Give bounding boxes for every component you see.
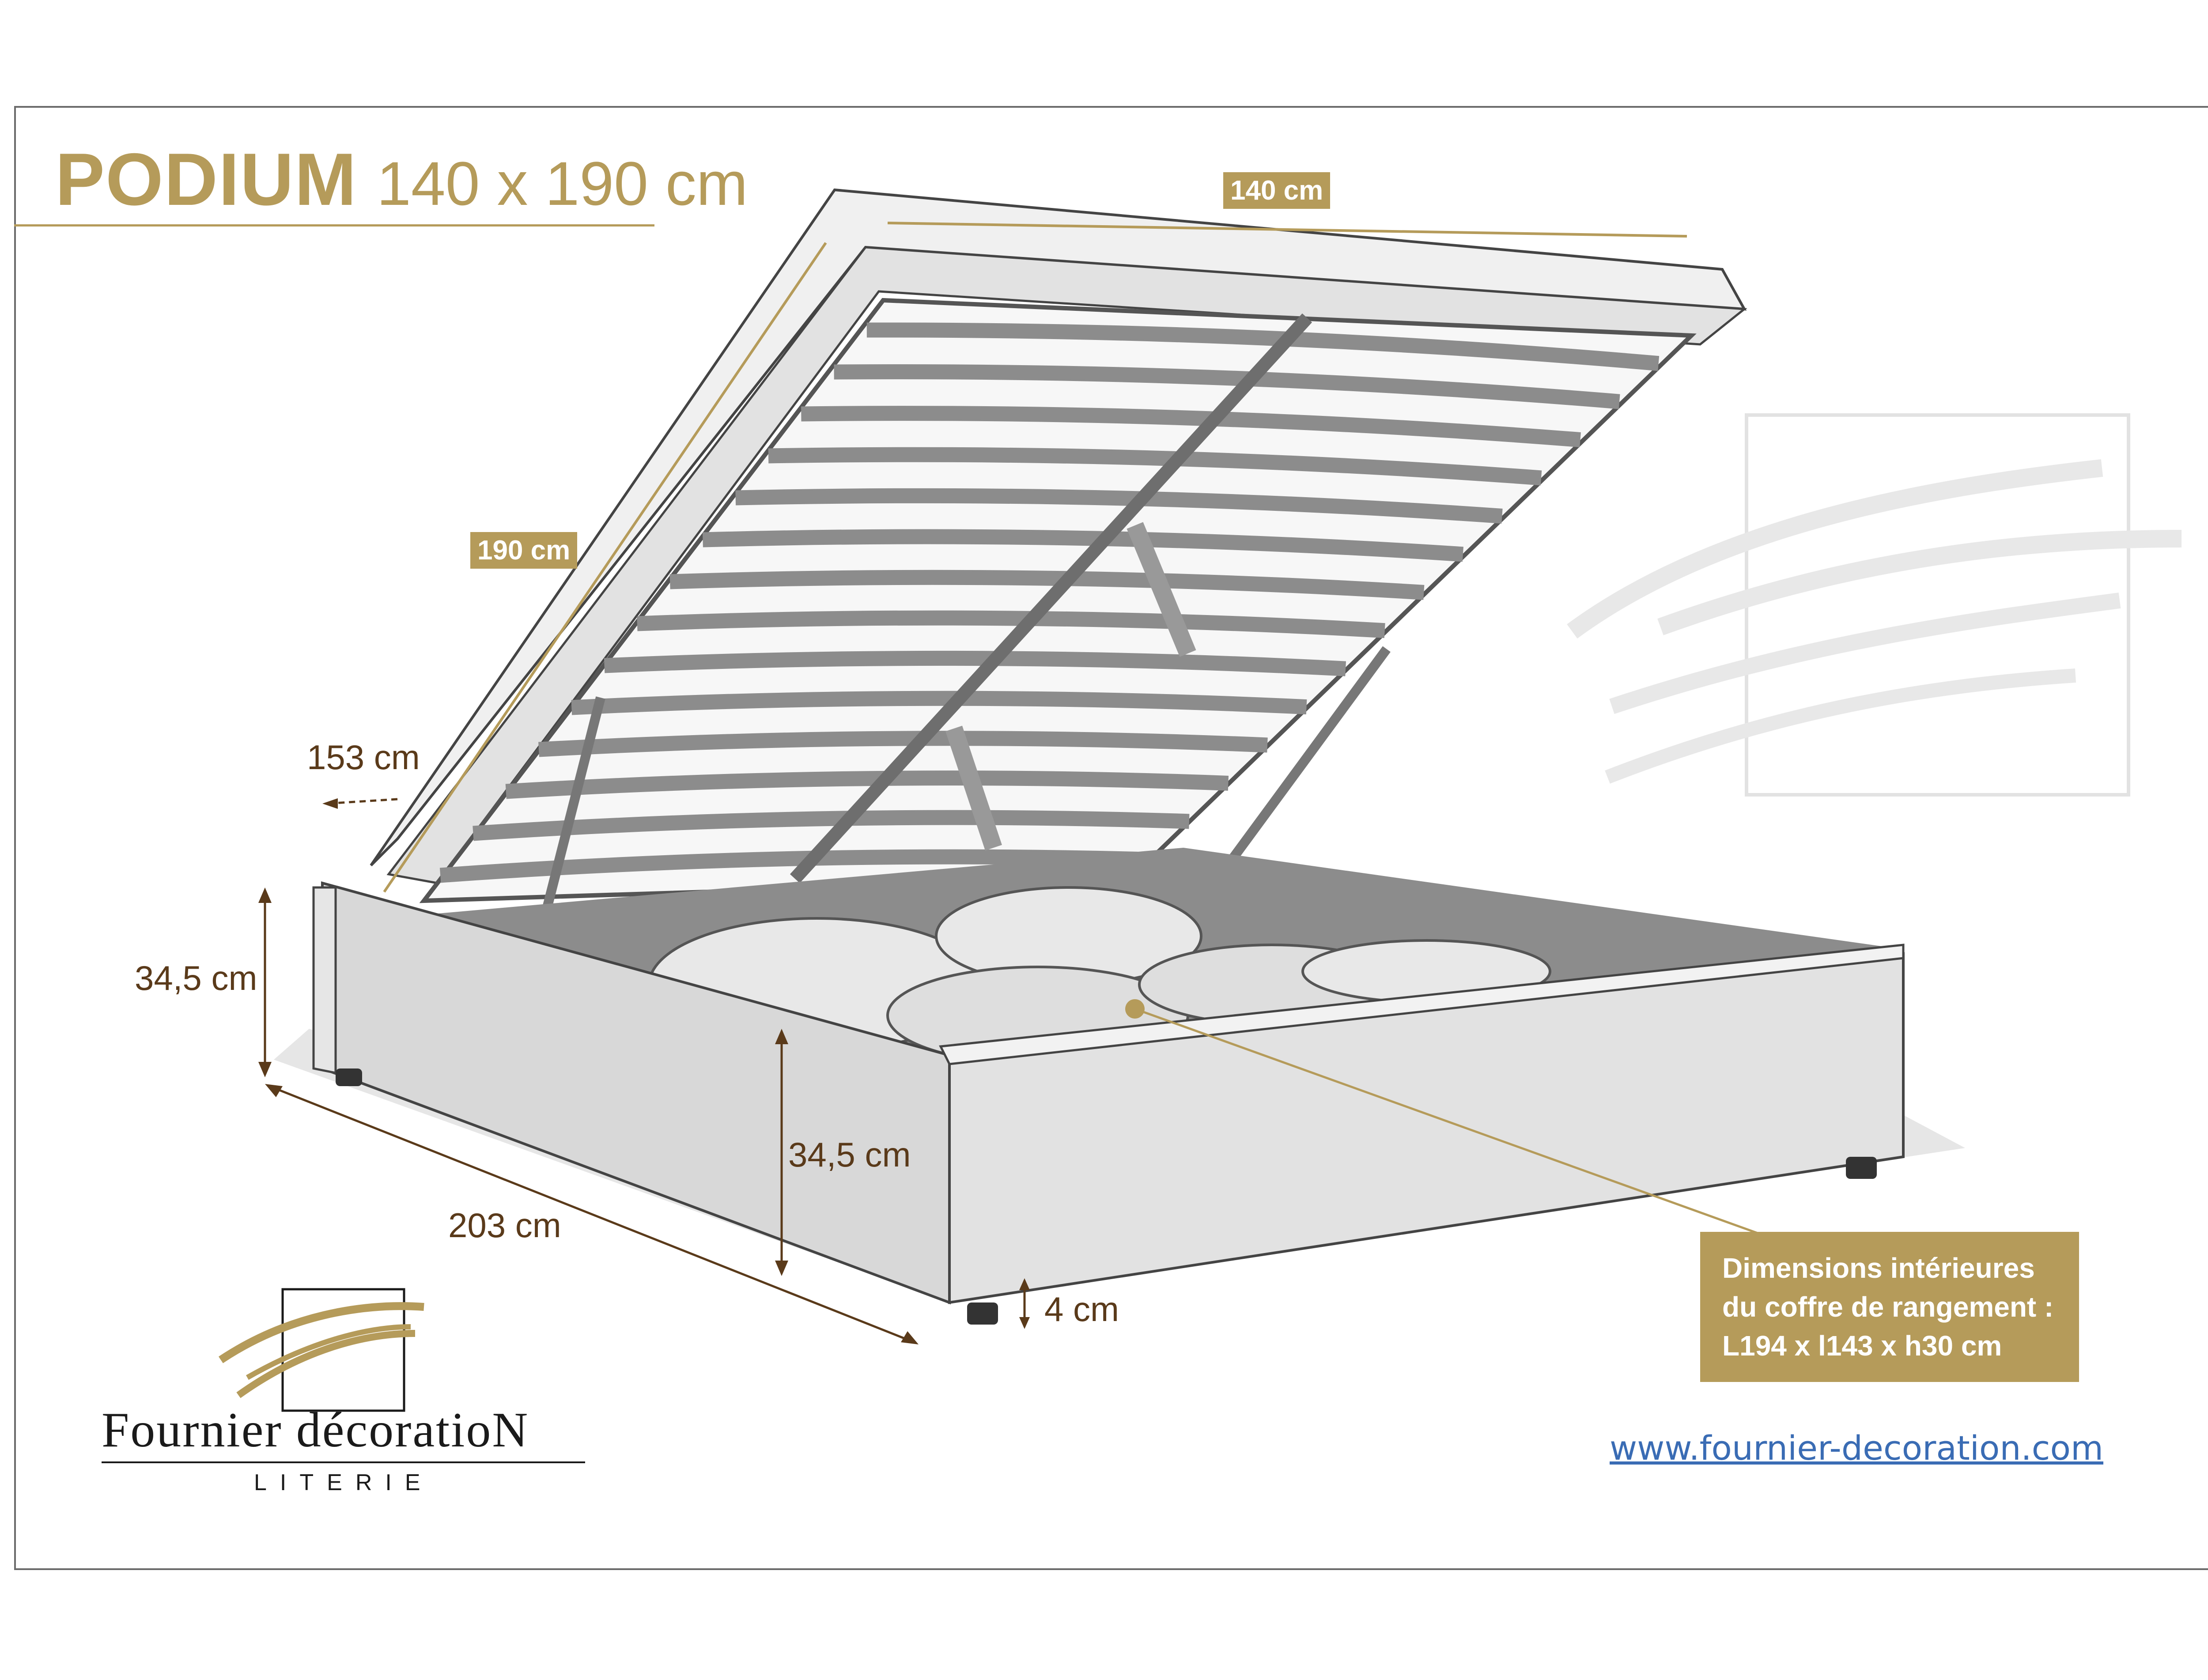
brand-divider xyxy=(102,1461,585,1463)
slat xyxy=(669,570,1425,600)
storage-line-3: L194 x l143 x h30 cm xyxy=(1722,1330,2002,1362)
slat xyxy=(768,447,1542,486)
slat xyxy=(505,770,1229,799)
leg xyxy=(967,1302,998,1325)
watermark-swoosh xyxy=(1605,668,2076,784)
callout-line xyxy=(1134,1008,1767,1238)
arrow-tip xyxy=(258,887,272,903)
storage-line-2: du coffre de rangement : xyxy=(1722,1291,2054,1323)
slat xyxy=(735,488,1503,524)
arrow-tip xyxy=(258,1062,272,1077)
arrow-tip xyxy=(901,1331,919,1344)
length-guide-line xyxy=(383,242,827,893)
website-link[interactable]: www.fournier-decoration.com xyxy=(1610,1428,2103,1468)
slat xyxy=(702,529,1463,562)
arrow-tip xyxy=(322,798,338,809)
slat xyxy=(571,691,1307,715)
center-rail xyxy=(790,313,1312,883)
brand-name: Fournier décoratioN xyxy=(102,1403,529,1457)
product-title: PODIUM xyxy=(55,138,357,221)
leg xyxy=(336,1068,362,1086)
slat xyxy=(801,406,1581,448)
arrow-tip xyxy=(265,1084,283,1097)
gas-lift-right xyxy=(1224,646,1391,868)
arrow-tip xyxy=(1019,1317,1030,1329)
base-top-rim xyxy=(939,944,1905,1065)
arrow-tip xyxy=(775,1261,788,1276)
support-arm xyxy=(1127,522,1196,657)
brand-logo-swoosh xyxy=(219,1302,424,1363)
slat xyxy=(439,849,1150,883)
storage-line-1: Dimensions intérieures xyxy=(1722,1252,2035,1284)
brand-logo-swoosh xyxy=(236,1330,416,1398)
brand-logo-swoosh xyxy=(246,1324,411,1380)
length-tag: 190 cm xyxy=(470,532,578,569)
base-head-edge xyxy=(312,886,337,1075)
watermark-swoosh xyxy=(1657,530,2182,635)
arrow-tip xyxy=(1019,1278,1030,1290)
slat xyxy=(538,731,1268,757)
gas-lift-left xyxy=(534,696,605,942)
arrow-tip xyxy=(775,1029,788,1044)
lid-edge xyxy=(386,246,1747,884)
storage-dimensions-box: Dimensions intérieures du coffre de rang… xyxy=(1700,1232,2079,1382)
support-arm-2 xyxy=(945,725,1002,851)
product-size: 140 x 190 cm xyxy=(377,149,748,218)
brand-logo-frame xyxy=(281,1288,405,1412)
dim-arrow-length xyxy=(269,1085,915,1344)
slats xyxy=(439,322,1660,883)
slat xyxy=(834,364,1620,409)
leg xyxy=(1846,1157,1877,1179)
clearance-label: 153 cm xyxy=(307,738,420,777)
width-tag: 140 cm xyxy=(1223,172,1331,209)
length-label: 203 cm xyxy=(448,1206,561,1245)
title-block: PODIUM 140 x 190 cm xyxy=(55,137,748,222)
watermark-swoosh xyxy=(1567,459,2103,639)
leg-height-label: 4 cm xyxy=(1044,1290,1119,1329)
brand-tagline: LITERIE xyxy=(254,1470,434,1495)
dim-arrow-clearance xyxy=(326,798,398,805)
head-height-label: 34,5 cm xyxy=(135,959,257,997)
width-guide-line xyxy=(887,222,1687,238)
slat xyxy=(866,322,1660,371)
slat xyxy=(473,810,1190,841)
title-underline xyxy=(14,224,654,227)
page-frame xyxy=(14,106,2208,1570)
side-height-label: 34,5 cm xyxy=(788,1135,911,1174)
slat xyxy=(604,650,1346,676)
slat xyxy=(637,610,1385,638)
watermark-swoosh xyxy=(1609,593,2121,714)
